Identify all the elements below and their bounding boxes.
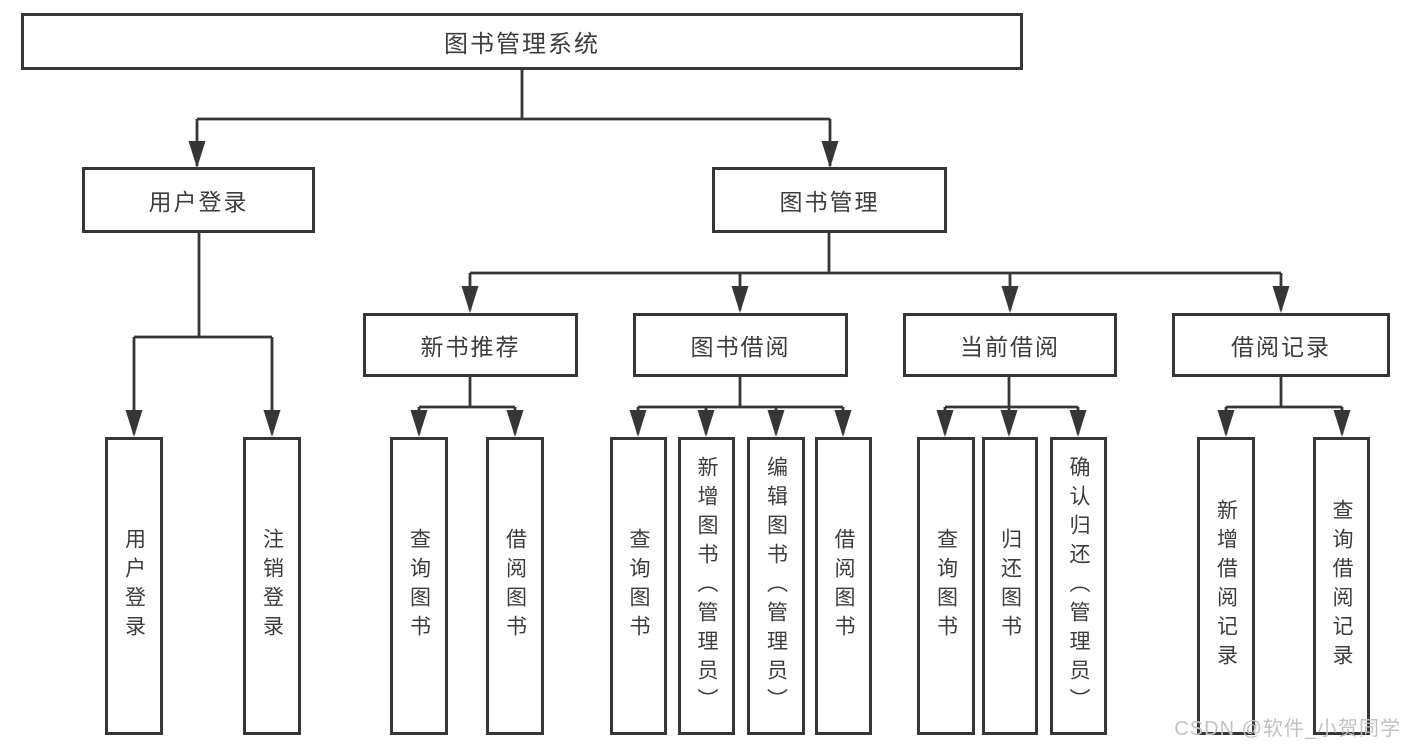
node-label: 确认归还（管理员） <box>1067 455 1090 717</box>
node-label: 图书借阅 <box>690 334 791 360</box>
leaf-user-login: 用户登录 <box>105 437 163 735</box>
node-label: 当前借阅 <box>960 334 1060 360</box>
node-label: 新增图书（管理员） <box>695 455 718 717</box>
node-label: 查询借阅记录 <box>1330 499 1353 673</box>
node-label: 图书管理系统 <box>444 31 600 58</box>
node-current-borrowing: 当前借阅 <box>903 313 1117 377</box>
node-label: 借阅图书 <box>503 528 527 644</box>
node-label: 用户登录 <box>148 189 249 215</box>
leaf-edit-books-admin: 编辑图书（管理员） <box>747 437 805 735</box>
node-label: 新增借阅记录 <box>1214 499 1238 673</box>
node-book-management: 图书管理 <box>712 167 947 233</box>
node-label: 注销登录 <box>260 528 284 644</box>
node-label: 查询图书 <box>934 528 958 644</box>
node-label: 归还图书 <box>998 528 1022 644</box>
leaf-query-borrow-record: 查询借阅记录 <box>1313 437 1370 735</box>
leaf-confirm-return-admin: 确认归还（管理员） <box>1050 437 1107 735</box>
node-borrowing-records: 借阅记录 <box>1172 313 1390 377</box>
node-label: 用户登录 <box>122 528 146 644</box>
node-label: 新书推荐 <box>420 334 521 360</box>
node-label: 图书管理 <box>779 189 880 215</box>
node-library-management-system: 图书管理系统 <box>21 13 1023 70</box>
leaf-search-books-borrowing: 查询图书 <box>610 437 667 735</box>
leaf-borrow-books: 借阅图书 <box>815 437 872 735</box>
leaf-return-books: 归还图书 <box>982 437 1038 735</box>
node-new-book-recommendation: 新书推荐 <box>363 313 578 377</box>
leaf-search-books-recommendation: 查询图书 <box>390 437 448 735</box>
node-label: 查询图书 <box>407 528 431 644</box>
leaf-logout: 注销登录 <box>243 437 301 735</box>
node-book-borrowing: 图书借阅 <box>633 313 848 377</box>
leaf-borrow-books-recommendation: 借阅图书 <box>486 437 544 735</box>
leaf-add-borrow-record: 新增借阅记录 <box>1197 437 1255 735</box>
node-label: 借阅图书 <box>832 528 855 644</box>
leaf-search-books-current: 查询图书 <box>917 437 975 735</box>
leaf-add-books-admin: 新增图书（管理员） <box>678 437 735 735</box>
node-user-login: 用户登录 <box>82 167 315 233</box>
watermark: CSDN @软件_小贺同学 <box>1174 718 1401 740</box>
node-label: 借阅记录 <box>1231 334 1331 360</box>
node-label: 查询图书 <box>627 528 650 644</box>
node-label: 编辑图书（管理员） <box>764 455 788 717</box>
